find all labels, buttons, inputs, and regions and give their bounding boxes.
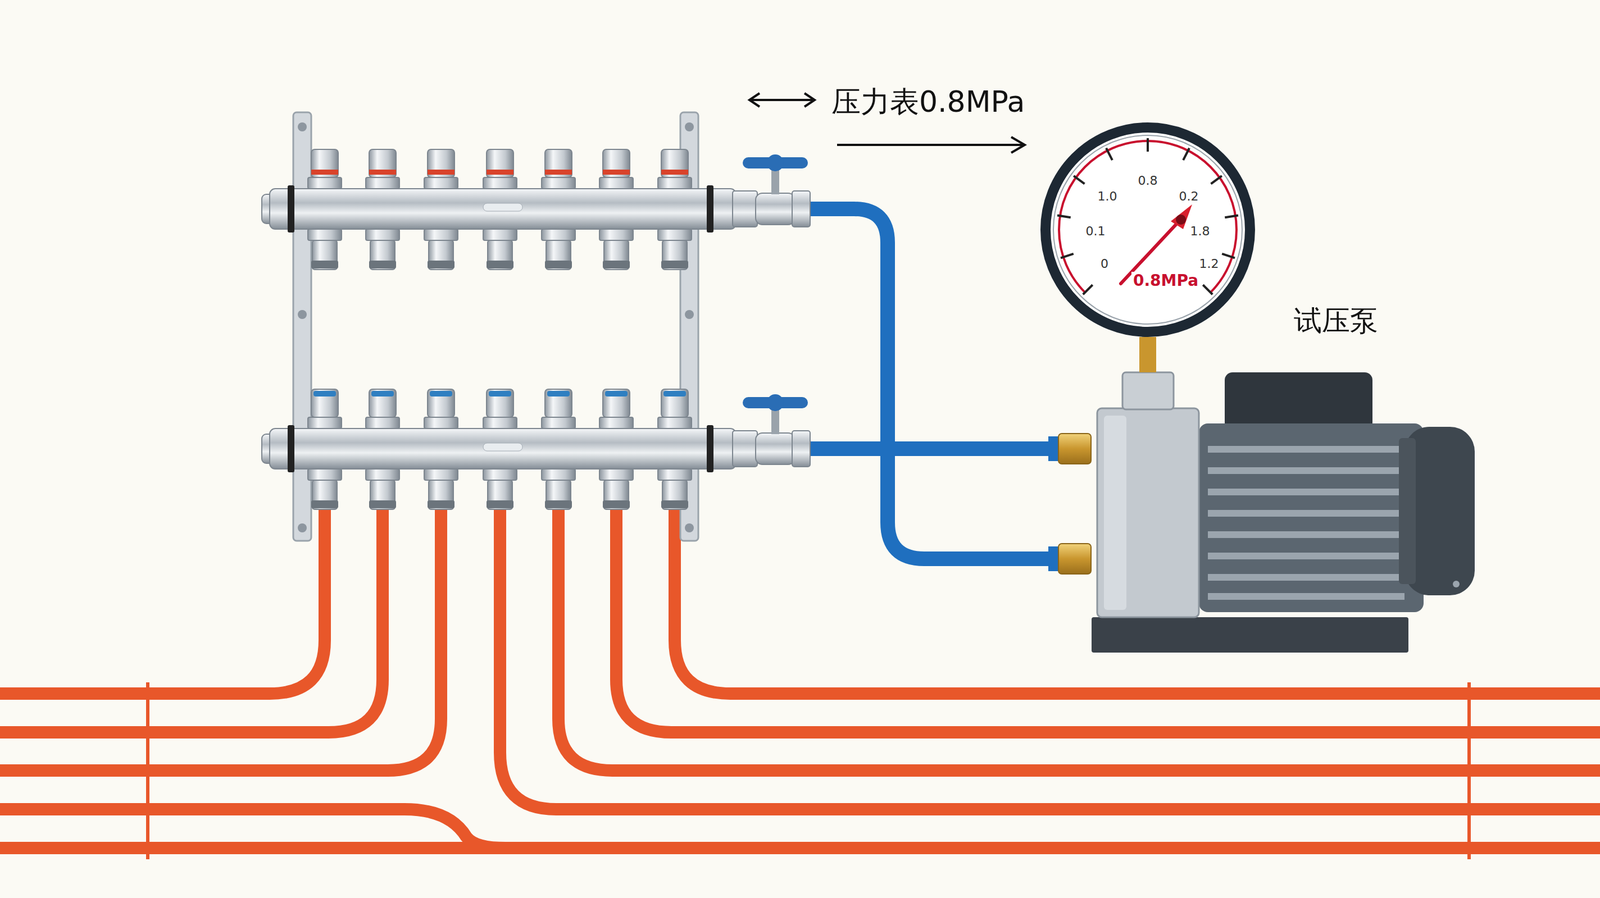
pressure-gauge: 0.8MPa	[1040, 122, 1256, 338]
gauge-reading: 0.8MPa	[1131, 271, 1200, 290]
supply-manifold	[261, 149, 736, 270]
ball-valve	[732, 394, 811, 467]
scale-number: 1.8	[1190, 224, 1211, 239]
heating-pipe	[0, 505, 325, 694]
scale-number: 1.2	[1199, 256, 1220, 271]
heating-pipe	[0, 505, 383, 733]
scale-number: 0.1	[1085, 224, 1106, 239]
test-pump	[1091, 372, 1475, 653]
scale-number: 0.8	[1138, 173, 1158, 188]
heating-pipe	[0, 505, 442, 771]
ball-valve	[732, 154, 811, 227]
gauge-dial	[1040, 122, 1256, 338]
manifold-bracket	[293, 112, 699, 542]
scale-number: 0.2	[1179, 189, 1199, 204]
return-manifold	[261, 389, 736, 510]
gauge-callout: 压力表0.8MPa	[831, 85, 1025, 120]
scale-number: 1.0	[1097, 189, 1118, 204]
gauge-fitting	[1139, 337, 1157, 373]
floor-pipes	[0, 505, 1600, 849]
hose-fitting	[1048, 433, 1092, 575]
test-hose	[803, 208, 1062, 559]
pipe-marks	[147, 682, 1470, 860]
pump-label: 试压泵	[1293, 305, 1379, 338]
heating-pipe	[0, 842, 1600, 855]
test-pump-box: 试压泵	[1091, 372, 1480, 653]
scale-number: 0	[1100, 256, 1109, 271]
